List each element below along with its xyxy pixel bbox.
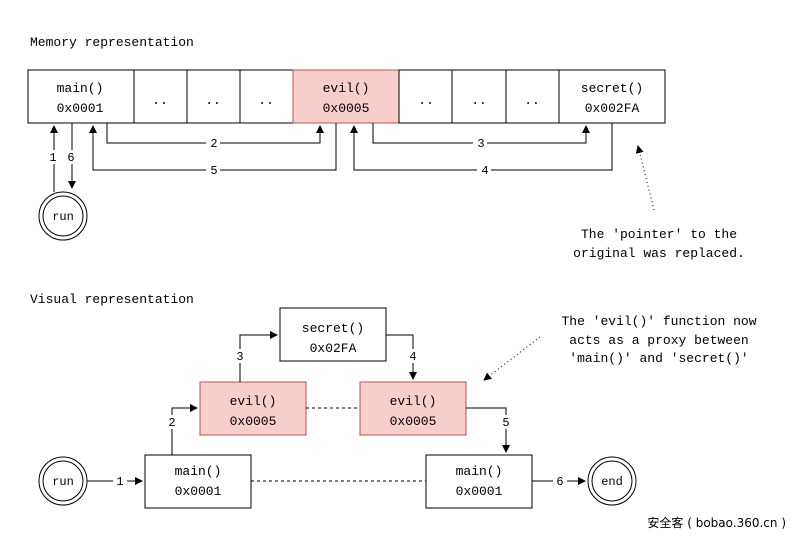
memory-arrow-6-label: 6 [67, 151, 74, 165]
memory-cell-evil-addr: 0x0005 [323, 101, 370, 116]
visual-arrow-4-label: 4 [409, 350, 416, 364]
memory-cell-filler: .. [133, 69, 188, 124]
memory-arrow-1-label: 1 [49, 151, 56, 165]
visual-arrow-5 [466, 407, 510, 453]
svg-text:0x0001: 0x0001 [456, 484, 503, 499]
memory-section-title: Memory representation [30, 35, 194, 50]
svg-text:0x0005: 0x0005 [390, 414, 437, 429]
svg-text:0x0005: 0x0005 [230, 414, 277, 429]
memory-cell-secret-name: secret() [581, 81, 643, 96]
svg-text:..: .. [205, 93, 221, 108]
svg-text:evil(): evil() [230, 394, 277, 409]
visual-run-node: run [38, 456, 88, 506]
svg-text:evil(): evil() [390, 394, 437, 409]
svg-text:main(): main() [175, 464, 222, 479]
watermark: 安全客 ( bobao.360.cn ) [647, 515, 786, 530]
visual-arrow-5-label: 5 [502, 416, 509, 430]
visual-note-line-2: acts as a proxy between [569, 333, 748, 348]
visual-main-left-box: main() 0x0001 [144, 454, 252, 509]
visual-arrow-1-label: 1 [116, 475, 123, 489]
visual-arrow-2 [171, 404, 198, 455]
svg-text:..: .. [524, 93, 540, 108]
memory-cell-filler: .. [239, 69, 294, 124]
svg-text:..: .. [152, 93, 168, 108]
visual-note-line-1: The 'evil()' function now [561, 314, 756, 329]
visual-arrow-3 [239, 331, 278, 382]
memory-cell-filler: .. [451, 69, 507, 124]
memory-cell-main-name: main() [57, 81, 104, 96]
memory-run-node: run [38, 191, 88, 241]
memory-arrow-4-label: 4 [481, 164, 488, 178]
visual-note-line-3: 'main()' and 'secret()' [569, 351, 748, 366]
svg-text:..: .. [258, 93, 274, 108]
memory-note-pointer [635, 145, 655, 211]
visual-evil-right-box: evil() 0x0005 [359, 381, 467, 436]
memory-arrow-2-label: 2 [210, 137, 217, 151]
memory-cell-secret: secret() 0x002FA [558, 69, 666, 124]
memory-cell-filler: .. [186, 69, 241, 124]
svg-text:main(): main() [456, 464, 503, 479]
visual-main-right-box: main() 0x0001 [425, 454, 533, 509]
svg-text:..: .. [471, 93, 487, 108]
visual-evil-left-box: evil() 0x0005 [199, 381, 307, 436]
visual-note-pointer [483, 336, 541, 381]
memory-cell-filler: .. [505, 69, 560, 124]
memory-cell-evil-name: evil() [323, 81, 370, 96]
memory-cell-main: main() 0x0001 [27, 69, 135, 124]
svg-text:0x0001: 0x0001 [175, 484, 222, 499]
visual-arrow-3-label: 3 [236, 350, 243, 364]
memory-cell-main-addr: 0x0001 [57, 101, 104, 116]
svg-text:run: run [52, 210, 74, 224]
visual-section-title: Visual representation [30, 292, 194, 307]
memory-cell-evil: evil() 0x0005 [292, 69, 400, 124]
memory-note-line-2: original was replaced. [573, 246, 745, 261]
memory-cell-secret-addr: 0x002FA [585, 101, 640, 116]
svg-text:secret(): secret() [302, 321, 364, 336]
svg-text:..: .. [418, 93, 434, 108]
visual-arrow-2-label: 2 [168, 416, 175, 430]
visual-arrow-6-label: 6 [556, 475, 563, 489]
memory-arrow-5-label: 5 [210, 164, 217, 178]
memory-arrow-3-label: 3 [477, 137, 484, 151]
visual-end-node: end [587, 456, 637, 506]
visual-secret-box: secret() 0x02FA [279, 307, 387, 362]
visual-arrow-4 [386, 334, 417, 380]
svg-text:0x02FA: 0x02FA [310, 341, 357, 356]
memory-note-line-1: The 'pointer' to the [581, 227, 737, 242]
memory-cell-filler: .. [398, 69, 453, 124]
svg-text:run: run [52, 475, 74, 489]
svg-text:end: end [601, 475, 623, 489]
